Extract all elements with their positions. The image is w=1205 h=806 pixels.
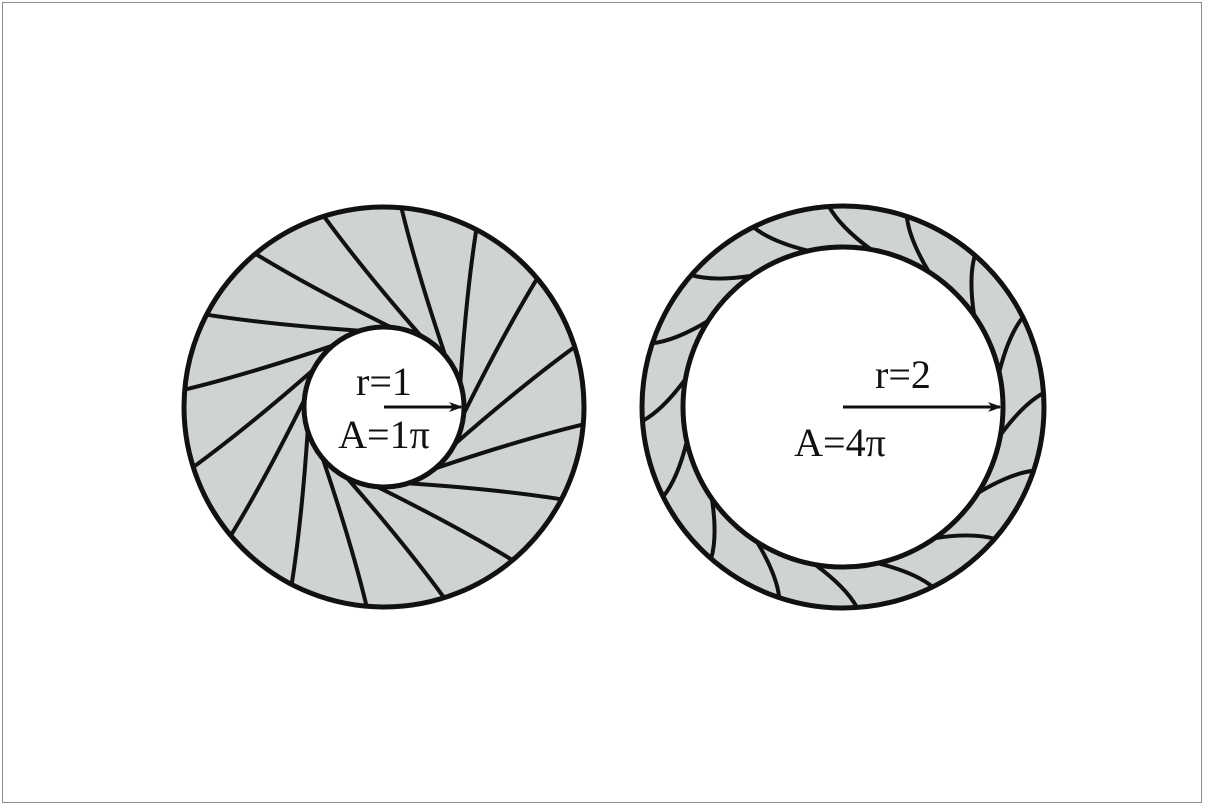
right-segment-line — [969, 254, 977, 316]
left-segment-line — [320, 457, 369, 607]
right-segment-line — [998, 391, 1045, 436]
right-area-label: A=4π — [794, 420, 886, 465]
left-segment-line — [206, 312, 361, 333]
right-segment-line — [976, 468, 1034, 495]
left-circle-group: r=1 A=1π — [181, 204, 587, 610]
right-radius-label: r=2 — [875, 352, 931, 397]
right-segment-line — [752, 225, 809, 253]
left-radius-label: r=1 — [356, 359, 412, 404]
right-circle-group: r=2 A=4π — [639, 203, 1047, 611]
right-segment-line — [755, 540, 782, 598]
left-segment-line — [376, 484, 514, 562]
right-segment-line — [709, 498, 717, 560]
left-segment-line — [399, 207, 448, 357]
left-segment-line — [184, 343, 334, 392]
left-segment-lines — [184, 207, 584, 607]
left-segment-line — [345, 476, 446, 599]
left-segment-line — [461, 277, 539, 415]
right-segment-line — [904, 216, 931, 274]
right-segment-line — [877, 561, 934, 589]
right-segment-line — [934, 533, 996, 541]
left-segment-line — [453, 345, 576, 446]
left-segment-line — [229, 399, 307, 537]
right-segment-lines — [641, 205, 1045, 609]
right-segment-line — [641, 378, 688, 423]
left-segment-line — [254, 252, 392, 330]
left-segment-line — [322, 215, 423, 338]
right-segment-line — [827, 205, 872, 252]
left-segment-line — [192, 368, 315, 469]
right-segment-line — [997, 316, 1025, 373]
left-segment-line — [458, 229, 479, 384]
right-segment-line — [814, 562, 859, 609]
left-segment-line — [434, 422, 584, 471]
left-area-label: A=1π — [338, 412, 430, 457]
right-segment-line — [661, 441, 689, 498]
right-segment-line — [652, 319, 710, 346]
left-segment-line — [289, 430, 310, 585]
left-segment-line — [407, 481, 562, 502]
right-segment-line — [690, 273, 752, 281]
